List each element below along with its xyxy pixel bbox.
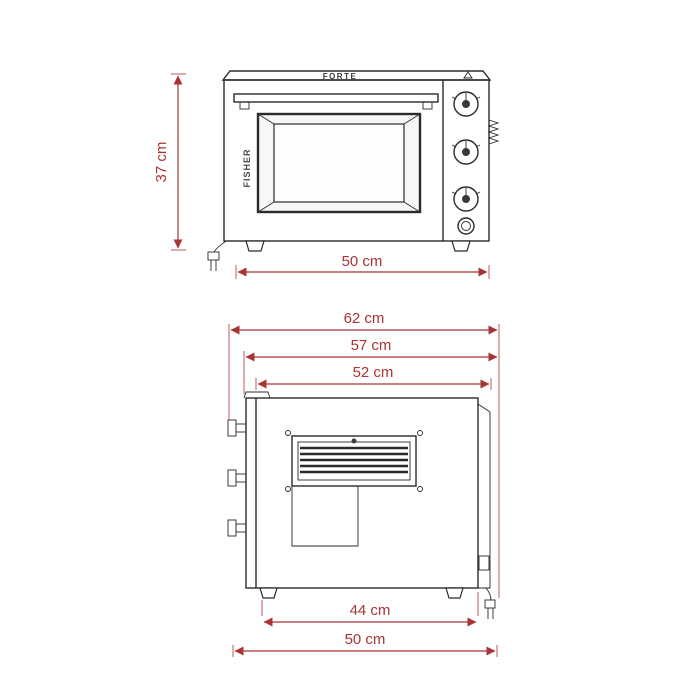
- dimension-depth-total: 62 cm: [228, 310, 500, 598]
- cord-coil: [487, 119, 500, 145]
- power-plug-side: [484, 587, 496, 619]
- warning-icon: [463, 71, 473, 79]
- dim-depth-body-label: 52 cm: [353, 364, 394, 381]
- power-button: [457, 217, 475, 235]
- dim-front-width-label: 50 cm: [342, 253, 383, 270]
- dimension-depth-handle: 57 cm: [243, 337, 498, 394]
- front-view: FORTE FISHER: [207, 70, 500, 271]
- control-knob-top: [451, 91, 481, 117]
- side-knob-shafts: [227, 419, 247, 537]
- door-window: [256, 112, 422, 214]
- service-panel-contour: [291, 486, 359, 547]
- side-foot-front: [259, 587, 278, 599]
- side-foot-back: [445, 587, 464, 599]
- brand-logo-top: FORTE: [323, 72, 358, 81]
- front-foot-right: [451, 240, 471, 252]
- dimension-depth-body: 52 cm: [255, 364, 492, 390]
- dim-depth-base-label: 50 cm: [345, 631, 386, 648]
- dimension-depth-base: 50 cm: [232, 631, 498, 657]
- dim-depth-total-label: 62 cm: [344, 310, 385, 327]
- side-handle: [243, 391, 271, 399]
- dim-front-height-label: 37 cm: [153, 142, 170, 183]
- side-view: [227, 391, 496, 619]
- front-foot-left: [245, 240, 265, 252]
- dimension-front-height: 37 cm: [153, 73, 186, 251]
- door-handle: [233, 93, 439, 110]
- power-plug-front: [207, 240, 227, 271]
- dimension-front-width: 50 cm: [235, 253, 490, 279]
- dim-depth-feet-label: 44 cm: [350, 602, 391, 619]
- control-knob-middle: [451, 139, 481, 165]
- back-cover: [477, 403, 491, 589]
- dimension-depth-feet: 44 cm: [261, 592, 479, 627]
- side-body: [245, 397, 479, 589]
- vent-grille: [285, 430, 423, 492]
- brand-logo-side: FISHER: [242, 148, 252, 187]
- oven-body: [223, 79, 490, 242]
- dim-depth-handle-label: 57 cm: [351, 337, 392, 354]
- control-knob-bottom: [451, 186, 481, 212]
